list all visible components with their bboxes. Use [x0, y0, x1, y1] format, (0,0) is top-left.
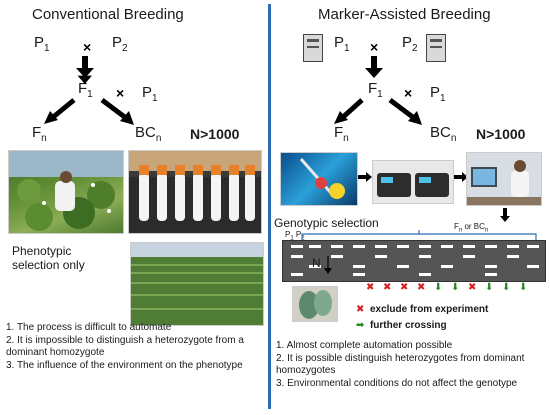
- parent-1-label: P1: [34, 34, 50, 54]
- seedling-tubes-illustration: [129, 151, 261, 221]
- conventional-point-2: 2. It is impossible to distinguish a het…: [6, 334, 244, 359]
- further-crossing-mark: ⬇: [519, 282, 528, 293]
- arrow-to-fn-shaft: [50, 98, 76, 120]
- mab-arrow-shaft: [371, 56, 377, 70]
- pcr-machine-photo: [372, 160, 454, 204]
- mab-arrow-head: [365, 68, 383, 78]
- leaf-sample-illustration: [299, 290, 332, 319]
- cross-symbol-2: ×: [116, 85, 124, 101]
- cross-symbol: ×: [83, 39, 91, 55]
- mab-point-2: 2. It is possible distinguish heterozygo…: [276, 352, 525, 377]
- f1-label: F1: [78, 80, 93, 100]
- mab-bcn-label: BCn: [430, 124, 457, 144]
- bcn-label: BCn: [135, 124, 162, 144]
- leaf-sample-photo: [292, 286, 338, 322]
- mab-points-list: 1. Almost complete automation possible 2…: [276, 340, 546, 390]
- mab-arrow-to-fn-head: [334, 111, 348, 124]
- further-crossing-mark: ⬇: [451, 282, 460, 293]
- exclude-mark: ✖: [383, 282, 392, 293]
- mab-parent-1-backcross-label: P1: [430, 84, 446, 104]
- mab-arrow-to-bcn-head: [408, 111, 422, 125]
- arrow-to-bcn-head: [120, 111, 134, 125]
- arrow-to-bcn-shaft: [100, 98, 128, 120]
- mab-point-3: 3. Environmental conditions do not affec…: [276, 377, 518, 389]
- parent-2-label: P2: [112, 34, 128, 54]
- red-cross-icon: ✖: [356, 304, 365, 315]
- n-down-arrow: [324, 256, 332, 274]
- population-size-label: N>1000: [190, 126, 240, 142]
- mab-point-1: 1. Almost complete automation possible: [276, 340, 453, 351]
- lab-arrow-2: [454, 172, 468, 182]
- gel-device-icon-2: [426, 34, 446, 62]
- gel-population-label: Fn or BCn: [454, 222, 489, 234]
- mab-f1-label: F1: [368, 80, 383, 100]
- pcr-machine-illustration: [377, 173, 449, 197]
- legend-further: ➡ further crossing: [356, 320, 447, 331]
- crop-field-illustration: [131, 243, 263, 325]
- parent-1-backcross-label: P1: [142, 84, 158, 104]
- arrow-to-fn-head: [44, 111, 58, 124]
- further-crossing-mark: ⬇: [502, 282, 511, 293]
- gel-parents-label: P1 P2: [285, 230, 305, 242]
- phenotypic-selection-caption: Phenotypic selection only: [12, 244, 85, 272]
- panel-divider: [268, 4, 271, 409]
- mab-parent-2-label: P2: [402, 34, 418, 54]
- gel-selection-marks: ✖ ✖ ✖ ✖ ⬇ ⬇ ✖ ⬇ ⬇ ⬇: [366, 282, 542, 296]
- gel-bands: [291, 245, 539, 276]
- computer-analysis-photo: [466, 152, 542, 206]
- mab-parent-1-label: P1: [334, 34, 350, 54]
- exclude-mark: ✖: [468, 282, 477, 293]
- mab-population-size-label: N>1000: [476, 126, 526, 142]
- mab-cross-symbol-2: ×: [404, 85, 412, 101]
- mab-arrow-to-fn-shaft: [340, 98, 364, 120]
- mab-crossing-arrows: × ×: [334, 39, 422, 125]
- fn-label: Fn: [32, 124, 47, 144]
- n-label: N: [312, 256, 321, 270]
- gel-bracket: [301, 230, 537, 240]
- down-arrow-to-gel: [500, 208, 510, 222]
- gel-device-icon-1: [303, 34, 323, 62]
- arrow-head: [76, 68, 94, 78]
- conventional-point-3: 3. The influence of the environment on t…: [6, 359, 243, 371]
- exclude-mark: ✖: [400, 282, 409, 293]
- conventional-crossing-arrows: × ×: [44, 39, 134, 125]
- lab-arrow-1: [358, 172, 372, 182]
- computer-analysis-illustration: [467, 160, 541, 205]
- pipette-photo: [280, 152, 358, 206]
- field-worker-illustration: [9, 151, 123, 231]
- field-worker-photo: [8, 150, 124, 234]
- marker-assisted-title: Marker-Assisted Breeding: [318, 6, 491, 23]
- crop-field-photo: [130, 242, 264, 326]
- genotypic-selection-caption: Genotypic selection: [274, 216, 379, 230]
- conventional-point-1: 1. The process is difficult to automate: [6, 322, 172, 333]
- conventional-points-list: 1. The process is difficult to automate …: [6, 322, 264, 372]
- gel-image: [282, 240, 546, 282]
- legend-exclude: ✖ exclude from experiment: [356, 304, 489, 315]
- mab-arrow-to-bcn-shaft: [388, 98, 416, 120]
- further-crossing-mark: ⬇: [485, 282, 494, 293]
- seedling-tubes-photo: [128, 150, 262, 234]
- mab-cross-symbol: ×: [370, 39, 378, 55]
- further-crossing-mark: ⬇: [434, 282, 443, 293]
- exclude-mark: ✖: [366, 282, 375, 293]
- green-arrow-icon: ➡: [356, 320, 365, 331]
- conventional-title: Conventional Breeding: [32, 6, 184, 23]
- arrow-shaft: [82, 56, 88, 70]
- pipette-illustration: [299, 158, 345, 199]
- mab-fn-label: Fn: [334, 124, 349, 144]
- exclude-mark: ✖: [417, 282, 426, 293]
